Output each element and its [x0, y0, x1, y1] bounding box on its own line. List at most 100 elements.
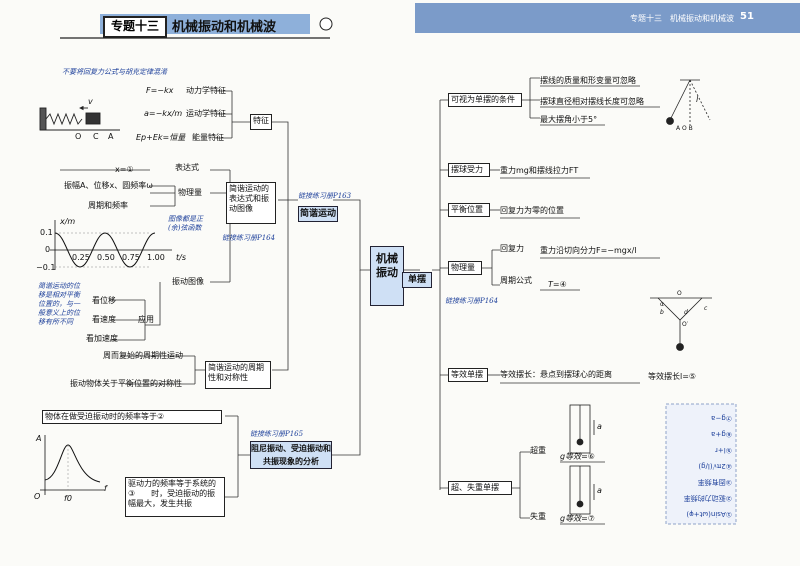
resonance-graph — [40, 435, 105, 495]
expr-formula: x=① — [115, 165, 134, 174]
page-title: 机械振动和机械波 — [172, 20, 277, 35]
equiv-alpha-label: α — [660, 301, 664, 308]
graph-label: 振动图像 — [172, 277, 204, 286]
spring-a-label: A — [108, 132, 114, 141]
apply-item-1: 看位移 — [92, 296, 116, 305]
answer-list: ①Asin(ωt+φ) ②驱动力的频率 ③固有频率 ④2π√(l/g) ⑤l+r… — [666, 404, 736, 524]
graph-x-tick-1: 0.25 — [72, 253, 90, 262]
eq-text: 回复力为零的位置 — [500, 206, 564, 215]
over-label: 超重 — [530, 446, 546, 455]
period-node: 简谐运动的周期性和对称性 — [205, 361, 271, 389]
feature-formula-1: F=−kx — [146, 86, 174, 95]
root-node: 机械振动 — [370, 246, 404, 306]
cond-item-3: 最大摆角小于5° — [540, 115, 598, 124]
equiv-d-label: d — [684, 309, 688, 316]
answer-6: ⑥g+a — [711, 430, 732, 438]
title-badge: 专题十三 — [103, 16, 167, 38]
under-arrow-label: a — [597, 486, 602, 495]
practice-link-p165[interactable]: 链接练习册P165 — [250, 430, 304, 438]
under-formula: g等效=⑦ — [560, 514, 595, 523]
period-item-2: 振动物体关于平衡位置的对称性 — [70, 379, 182, 388]
feature-formula-2: a=−kx/m — [144, 109, 183, 118]
forced-text: 物体在做受迫振动时的频率等于② — [42, 410, 222, 424]
cond-node: 可视为单摆的条件 — [448, 93, 522, 107]
res-x-axis: f — [104, 484, 107, 493]
phys-item-1: 振幅A、位移x、圆频率ω — [64, 181, 153, 190]
feature-formula-3: Ep+Ek=恒量 — [136, 133, 186, 142]
graph-x-tick-3: 0.75 — [122, 253, 140, 262]
practice-link-p164-left[interactable]: 链接练习册P164 — [222, 234, 276, 242]
eq-node: 平衡位置 — [448, 203, 490, 217]
resonance-node: 阻尼振动、受迫振动和共振现象的分析 — [250, 441, 332, 469]
answer-1: ①Asin(ωt+φ) — [686, 510, 732, 518]
answer-card — [665, 403, 737, 525]
answer-2: ②驱动力的频率 — [683, 494, 732, 502]
answer-5: ⑤l+r — [715, 446, 732, 454]
restore-label: 回复力 — [500, 244, 524, 253]
period-label: 周期公式 — [500, 276, 532, 285]
res-f0: f0 — [64, 494, 72, 503]
graph-y-tick-2: 0 — [45, 245, 51, 254]
force-text: 重力mg和摆线拉力FT — [500, 166, 579, 175]
graph-x-tick-2: 0.50 — [97, 253, 115, 262]
phys-node: 物理量 — [448, 261, 482, 275]
header-band — [415, 3, 800, 33]
equiv-node: 等效单摆 — [448, 368, 488, 382]
period-item-1: 周而复始的周期性运动 — [103, 351, 183, 360]
side-note: 简谐运动的位移是相对平衡位置的，与一般意义上的位移有所不同 — [38, 282, 80, 326]
over-arrow-label: a — [597, 422, 602, 431]
spring-v-label: v — [88, 97, 93, 106]
pend-bottom-label: A O B — [676, 125, 693, 132]
cond-item-2: 摆球直径相对摆线长度可忽略 — [540, 97, 644, 106]
res-origin: O — [34, 492, 41, 501]
under-label: 失重 — [530, 512, 546, 521]
spring-o-label: O — [75, 132, 82, 141]
feature-label-1: 动力学特征 — [186, 86, 226, 95]
feature-node: 特征 — [250, 114, 272, 130]
simple-harmonic-node: 简谐运动 — [298, 206, 338, 222]
graph-y-tick-3: −0.1 — [36, 263, 56, 272]
answer-3: ③固有频率 — [697, 478, 732, 486]
vibration-graph — [50, 220, 172, 270]
expr-label: 表达式 — [175, 163, 199, 172]
feature-label-2: 运动学特征 — [186, 109, 226, 118]
over-formula: g等效=⑥ — [560, 452, 595, 461]
graph-y-tick-1: 0.1 — [40, 228, 53, 237]
graph-y-axis: x/m — [60, 217, 76, 226]
equiv-o-label: O — [677, 290, 682, 297]
period-formula: T=④ — [548, 280, 567, 289]
apply-item-2: 看速度 — [92, 315, 116, 324]
spring-c-label: C — [93, 132, 99, 141]
res-y-axis: A — [36, 434, 42, 443]
equiv-b-label: b — [660, 309, 664, 316]
resonance-text: 驱动力的频率等于系统的③ 时，受迫振动的振幅最大，发生共振 — [125, 477, 225, 517]
single-pendulum-node: 单摆 — [402, 272, 432, 288]
answer-4: ④2π√(l/g) — [698, 462, 732, 470]
graph-note: 图像都是正(余)弦函数 — [168, 215, 203, 232]
restore-text: 重力沿切向分力F=−mgx/l — [540, 246, 637, 255]
apply-label: 应用 — [138, 315, 154, 324]
pend-l-label: l — [696, 95, 699, 104]
feature-label-3: 能量特征 — [192, 133, 224, 142]
apply-item-3: 看加速度 — [86, 334, 118, 343]
cond-item-1: 摆线的质量和形变量可忽略 — [540, 76, 636, 85]
equiv-c-label: c — [704, 305, 708, 312]
top-note: 不要将回复力公式与胡克定律混淆 — [62, 68, 167, 76]
running-title: 专题十三 机械振动和机械波 — [630, 14, 734, 23]
practice-link-p164-right[interactable]: 链接练习册P164 — [445, 297, 499, 305]
equiv-result: 等效摆长l=⑤ — [648, 372, 697, 381]
phys-label: 物理量 — [178, 188, 202, 197]
equiv-text: 等效摆长：悬点到摆球心的距离 — [500, 370, 612, 379]
answer-7: ⑦g−a — [711, 414, 732, 422]
concept-node: 简谐运动的表达式和振动图像 — [226, 182, 276, 224]
graph-x-tick-4: 1.00 — [147, 253, 165, 262]
graph-x-axis: t/s — [176, 253, 186, 262]
equiv-oprime-label: O′ — [682, 321, 689, 328]
weight-node: 超、失重单摆 — [448, 481, 512, 495]
practice-link-p163[interactable]: 链接练习册P163 — [298, 192, 352, 200]
phys-item-2: 周期和频率 — [88, 201, 128, 210]
force-node: 摆球受力 — [448, 163, 490, 177]
page-number: 51 — [740, 11, 754, 22]
